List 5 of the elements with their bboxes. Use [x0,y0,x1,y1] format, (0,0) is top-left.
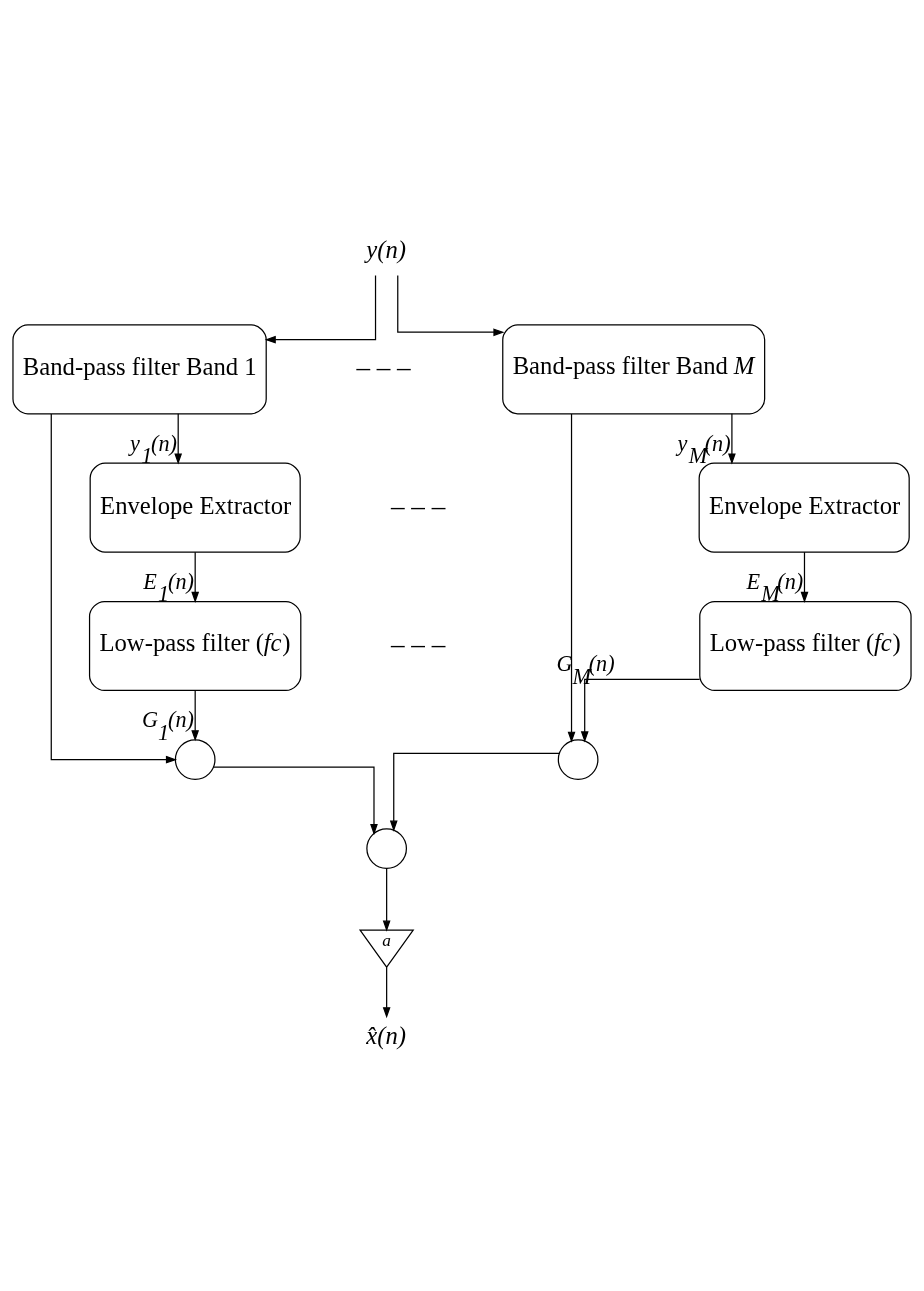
label: – – – [390,628,446,659]
node-text: x̂(n) [366,1021,407,1049]
node-text: y(n) [366,235,407,263]
label: – – – [356,351,411,382]
label: – – – [390,490,446,521]
